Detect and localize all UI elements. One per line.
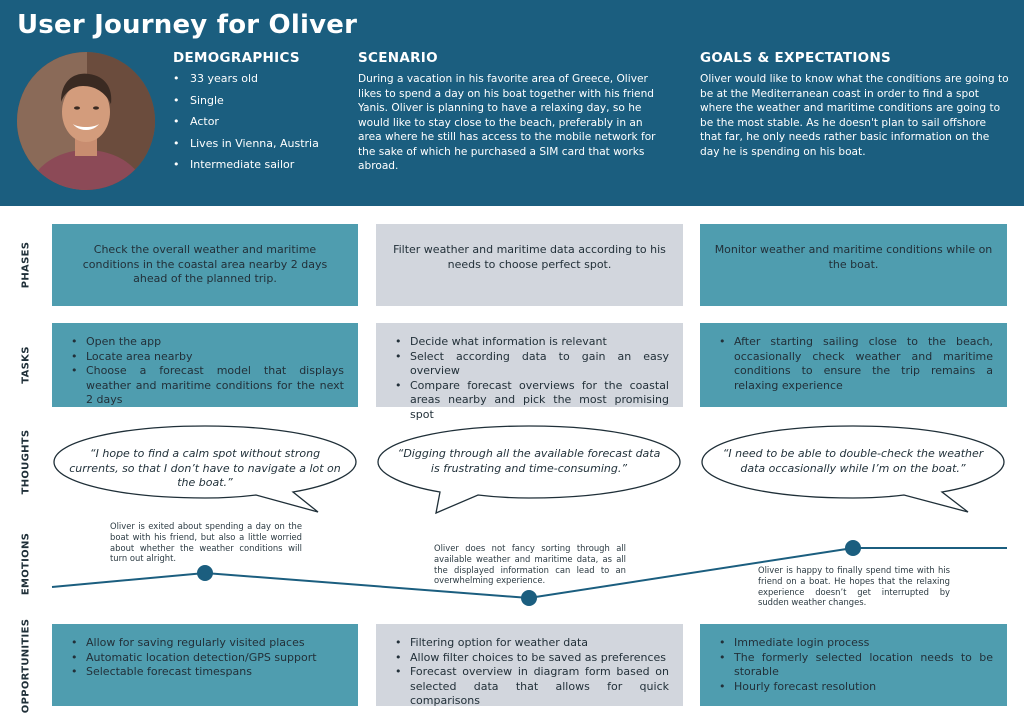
phase-text: Monitor weather and maritime conditions … bbox=[714, 243, 993, 271]
task-item: Locate area nearby bbox=[66, 350, 344, 365]
task-card: Decide what information is relevant Sele… bbox=[376, 323, 683, 421]
emotion-note: Oliver is happy to finally spend time wi… bbox=[758, 565, 950, 608]
opportunity-card: Immediate login process The formerly sel… bbox=[700, 624, 1007, 706]
emotion-point bbox=[197, 565, 213, 581]
scenario-heading: SCENARIO bbox=[358, 50, 438, 66]
opportunity-item: Automatic location detection/GPS support bbox=[66, 651, 344, 666]
goals-text: Oliver would like to know what the condi… bbox=[700, 73, 1009, 158]
task-item: Compare forecast overviews for the coast… bbox=[390, 379, 669, 423]
thought-bubble bbox=[701, 425, 1005, 513]
task-item: Open the app bbox=[66, 335, 344, 350]
phase-card: Check the overall weather and maritime c… bbox=[52, 224, 358, 306]
task-item: Decide what information is relevant bbox=[390, 335, 669, 350]
task-list: Open the app Locate area nearby Choose a… bbox=[52, 323, 358, 408]
phase-text: Check the overall weather and maritime c… bbox=[82, 243, 328, 286]
task-card: After starting sailing close to the beac… bbox=[700, 323, 1007, 407]
persona-header: User Journey for Oliver DEMOGRAPHICS 33 … bbox=[0, 0, 1024, 206]
opportunity-card: Allow for saving regularly visited place… bbox=[52, 624, 358, 706]
demographic-item: 33 years old bbox=[173, 70, 319, 92]
task-card: Open the app Locate area nearby Choose a… bbox=[52, 323, 358, 407]
phase-card: Monitor weather and maritime conditions … bbox=[700, 224, 1007, 306]
page-title: User Journey for Oliver bbox=[17, 10, 358, 40]
scenario-text: During a vacation in his favorite area o… bbox=[358, 73, 656, 172]
opportunity-item: Forecast overview in diagram form based … bbox=[390, 665, 669, 709]
phase-text: Filter weather and maritime data accordi… bbox=[393, 243, 666, 271]
opportunity-item: The formerly selected location needs to … bbox=[714, 651, 993, 680]
goals-heading: GOALS & EXPECTATIONS bbox=[700, 50, 892, 66]
demographics-heading: DEMOGRAPHICS bbox=[173, 50, 300, 66]
demographic-item: Actor bbox=[173, 113, 319, 135]
thought-bubble bbox=[377, 425, 681, 515]
opportunity-list: Immediate login process The formerly sel… bbox=[700, 624, 1007, 694]
demographics-list: 33 years old Single Actor Lives in Vienn… bbox=[173, 70, 319, 178]
opportunity-card: Filtering option for weather data Allow … bbox=[376, 624, 683, 709]
emotion-point bbox=[521, 590, 537, 606]
task-list: Decide what information is relevant Sele… bbox=[376, 323, 683, 423]
opportunity-item: Allow for saving regularly visited place… bbox=[66, 636, 344, 651]
task-list: After starting sailing close to the beac… bbox=[700, 323, 1007, 393]
thought-bubble bbox=[53, 425, 357, 513]
opportunity-item: Selectable forecast timespans bbox=[66, 665, 344, 680]
opportunity-item: Hourly forecast resolution bbox=[714, 680, 993, 695]
emotion-note: Oliver is exited about spending a day on… bbox=[110, 521, 302, 564]
thought-text: “I hope to find a calm spot without stro… bbox=[69, 447, 341, 490]
demographic-item: Lives in Vienna, Austria bbox=[173, 135, 319, 157]
task-item: Select according data to gain an easy ov… bbox=[390, 350, 669, 379]
task-item: Choose a forecast model that displays we… bbox=[66, 364, 344, 408]
opportunity-item: Immediate login process bbox=[714, 636, 993, 651]
demographic-item: Intermediate sailor bbox=[173, 156, 319, 178]
task-item: After starting sailing close to the beac… bbox=[714, 335, 993, 393]
emotion-note: Oliver does not fancy sorting through al… bbox=[434, 543, 626, 586]
phase-card: Filter weather and maritime data accordi… bbox=[376, 224, 683, 306]
opportunity-list: Allow for saving regularly visited place… bbox=[52, 624, 358, 680]
thought-text: “I need to be able to double-check the w… bbox=[722, 447, 984, 475]
opportunity-list: Filtering option for weather data Allow … bbox=[376, 624, 683, 709]
opportunity-item: Allow filter choices to be saved as pref… bbox=[390, 651, 669, 666]
opportunity-item: Filtering option for weather data bbox=[390, 636, 669, 651]
demographic-item: Single bbox=[173, 92, 319, 114]
thought-text: “Digging through all the available forec… bbox=[397, 447, 661, 475]
emotion-point bbox=[845, 540, 861, 556]
